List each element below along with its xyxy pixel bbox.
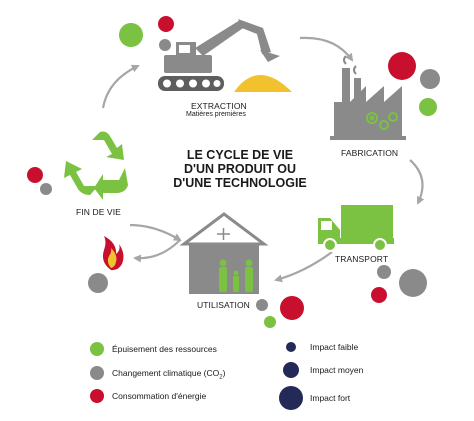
stage-sublabel-extraction: Matières premières: [186, 111, 246, 118]
impact-climate-circle-fire: [88, 273, 108, 293]
legend-impact-high-label: Impact fort: [310, 393, 351, 403]
stage-label-utilisation: UTILISATION: [197, 300, 250, 310]
impact-climate-circle: [420, 69, 440, 89]
legend-impact-high-dot: [279, 386, 303, 410]
impact-circles-extraction: [119, 16, 174, 51]
legend-impact-low-label: Impact faible: [310, 342, 359, 352]
fire-icon: [102, 236, 124, 271]
arrow-fin-de-vie-arrow-in: [129, 223, 182, 242]
legend-climate-label: Changement climatique (CO2): [112, 368, 226, 381]
impact-resources-circle: [419, 98, 437, 116]
legend-energy-label: Consommation d'énergie: [112, 391, 207, 401]
impact-circles-utilisation: [256, 296, 304, 328]
factory-icon: [330, 68, 406, 140]
arrow-transport-to-utilisation: [274, 251, 333, 283]
legend-energy-dot: [90, 389, 104, 403]
impact-circles-transport: [371, 265, 427, 303]
cycle-arrows: [101, 36, 425, 283]
impact-circles-fabrication: [388, 52, 440, 116]
impact-resources-circle: [119, 23, 143, 47]
stage-label-fabrication: FABRICATION: [341, 148, 399, 158]
stage-label-transport: TRANSPORT: [335, 254, 389, 264]
smoke-icon: [343, 55, 357, 75]
legend-resources-dot: [90, 342, 104, 356]
stage-label-fin-de-vie: FIN DE VIE: [76, 207, 121, 217]
arrow-fin-de-vie-to-extraction: [101, 64, 140, 109]
family-icon: [219, 259, 253, 292]
legend-climate-dot: [90, 366, 104, 380]
arrow-extraction-to-fabrication: [299, 36, 354, 62]
arrow-fabrication-to-transport: [409, 159, 425, 205]
title-line-1: LE CYCLE DE VIE: [186, 148, 294, 162]
legend-symbols: [90, 342, 303, 410]
impact-circles-fin-de-vie: [27, 167, 108, 293]
impact-climate-circle: [40, 183, 52, 195]
diagram-title: LE CYCLE DE VIE D'UN PRODUIT OU D'UNE TE…: [160, 148, 320, 190]
impact-energy-circle: [27, 167, 43, 183]
legend-impact-medium-dot: [283, 362, 299, 378]
impact-energy-circle: [388, 52, 416, 80]
impact-energy-circle: [371, 287, 387, 303]
arrow-utilisation-to-fin-de-vie: [133, 239, 181, 263]
gear-icon: [366, 112, 398, 130]
truck-icon: [318, 205, 394, 252]
impact-climate-circle: [256, 299, 268, 311]
legend-resources-label: Épuisement des ressources: [112, 344, 217, 354]
impact-climate-circle: [159, 39, 171, 51]
impact-resources-circle: [264, 316, 276, 328]
legend-impact-low-dot: [286, 342, 296, 352]
legend-impact-medium-label: Impact moyen: [310, 365, 364, 375]
sand-pile-icon: [234, 75, 292, 92]
impact-climate-circle-large: [399, 269, 427, 297]
recycle-icon: [64, 131, 128, 200]
title-line-2: D'UN PRODUIT OU: [184, 162, 296, 176]
title-line-3: D'UNE TECHNOLOGIE: [173, 176, 307, 190]
impact-energy-circle: [158, 16, 174, 32]
excavator-icon: [158, 19, 280, 91]
impact-climate-circle: [377, 265, 391, 279]
impact-energy-circle: [280, 296, 304, 320]
stage-label-extraction: EXTRACTION: [191, 101, 247, 111]
